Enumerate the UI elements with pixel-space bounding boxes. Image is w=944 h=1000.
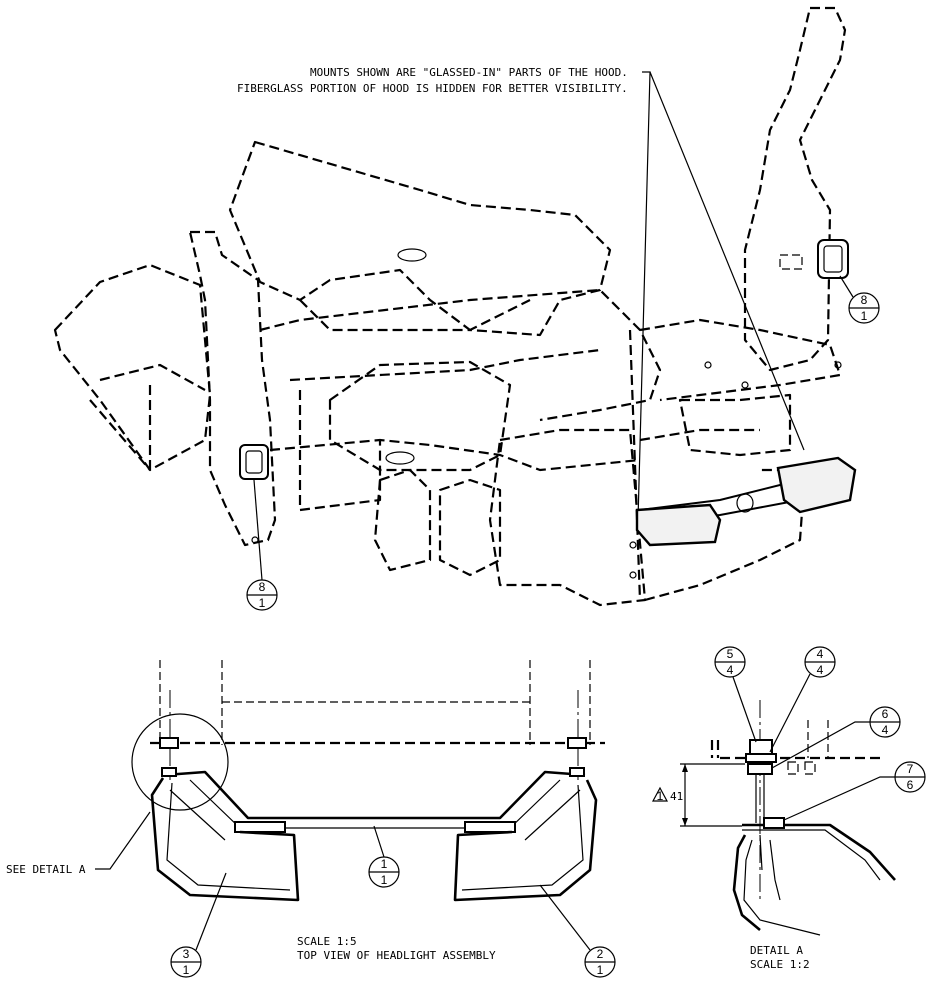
note-line-2: FIBERGLASS PORTION OF HOOD IS HIDDEN FOR… (237, 82, 628, 95)
svg-text:1: 1 (657, 789, 664, 803)
balloon-4-4: 4 4 (769, 646, 836, 753)
hood-mount-note: MOUNTS SHOWN ARE "GLASSED-IN" PARTS OF T… (237, 66, 805, 521)
left-rear-module-edges (89, 363, 206, 471)
upper-plate-edge (299, 299, 531, 332)
right-upper-rail (639, 318, 842, 402)
svg-text:7: 7 (907, 762, 914, 776)
left-hood-mount (239, 444, 269, 480)
right-hood-mount (817, 239, 849, 279)
svg-text:1: 1 (597, 963, 604, 977)
note-leader-left (637, 71, 651, 521)
svg-text:5: 5 (727, 647, 734, 661)
balloon-6-4: 6 4 (771, 706, 901, 769)
balloon-3-1: 3 1 (170, 872, 227, 978)
balloon-2-1: 2 1 (539, 884, 616, 978)
rail-web-left (298, 390, 382, 512)
svg-text:4: 4 (727, 663, 734, 677)
right-tall-upright (743, 6, 847, 372)
top-view-headlight-assembly (131, 660, 605, 902)
see-detail-leader (95, 811, 151, 870)
note-leader-right (649, 71, 805, 451)
detail-bar (742, 823, 896, 881)
balloon-7-6: 7 6 (783, 761, 926, 821)
detail-housing (732, 834, 761, 931)
svg-text:4: 4 (817, 647, 824, 661)
center-bay (328, 360, 512, 472)
center-block (438, 478, 502, 577)
upper-cross-plate (228, 140, 612, 337)
svg-text:4: 4 (882, 723, 889, 737)
lower-rail (269, 438, 641, 472)
balloon-1-1: 1 1 (368, 825, 400, 888)
right-box (678, 393, 792, 457)
svg-text:3: 3 (183, 947, 190, 961)
svg-text:8: 8 (259, 580, 266, 594)
center-pedestal (373, 468, 432, 572)
mid-rail (289, 348, 601, 382)
left-headlight-housing (150, 777, 300, 902)
upper-rail (259, 288, 662, 422)
balloon-8-1-left: 8 1 (246, 479, 278, 611)
iso-headlight-left (635, 503, 722, 547)
left-upright (188, 230, 277, 547)
top-view-title: TOP VIEW OF HEADLIGHT ASSEMBLY (297, 949, 496, 962)
svg-text:2: 2 (597, 947, 604, 961)
front-lower-frame (488, 428, 647, 607)
svg-text:1: 1 (183, 963, 190, 977)
detail-a-callout-circle (131, 713, 229, 811)
right-headlight-housing (453, 779, 598, 902)
svg-text:8: 8 (861, 293, 868, 307)
iso-headlight-right (776, 456, 857, 514)
front-post (628, 329, 642, 601)
svg-text:1: 1 (381, 857, 388, 871)
balloon-5-4: 5 4 (714, 646, 757, 743)
svg-text:6: 6 (907, 778, 914, 792)
see-detail-label: SEE DETAIL A (6, 863, 86, 876)
top-view-scale: SCALE 1:5 (297, 935, 357, 948)
detail-title: DETAIL A (750, 944, 803, 957)
chassis-frame-isometric (53, 6, 857, 607)
revision-triangle-icon (651, 786, 669, 802)
detail-a-view: 1 41 (651, 700, 896, 936)
detail-bolt-head (749, 739, 773, 755)
svg-text:1: 1 (259, 596, 266, 610)
svg-text:1: 1 (861, 309, 868, 323)
svg-text:1: 1 (381, 873, 388, 887)
right-mid-rail (639, 428, 760, 442)
svg-text:6: 6 (882, 707, 889, 721)
detail-scale: SCALE 1:2 (750, 958, 810, 971)
left-rear-module (53, 263, 212, 472)
headlight-bar-top (164, 770, 586, 820)
svg-text:4: 4 (817, 663, 824, 677)
note-line-1: MOUNTS SHOWN ARE "GLASSED-IN" PARTS OF T… (310, 66, 628, 79)
dimension-41: 41 (670, 790, 683, 803)
balloon-8-1-right: 8 1 (839, 275, 880, 324)
